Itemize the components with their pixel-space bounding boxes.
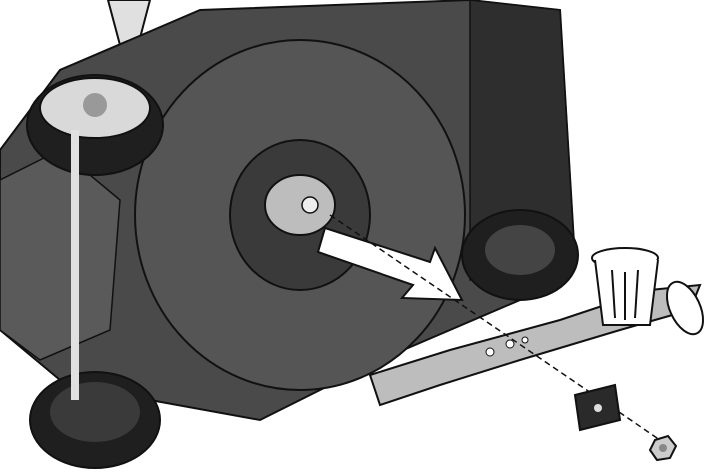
- nut-icon: [648, 434, 678, 462]
- washer-icon: [573, 383, 622, 432]
- rear-right-wheel: [461, 209, 579, 301]
- front-top-wheel: [26, 74, 164, 176]
- arrow-remove-icon: [316, 226, 464, 302]
- front-bottom-wheel: [29, 130, 161, 469]
- blade-housing: [134, 39, 466, 391]
- trash-can-icon: [591, 247, 705, 336]
